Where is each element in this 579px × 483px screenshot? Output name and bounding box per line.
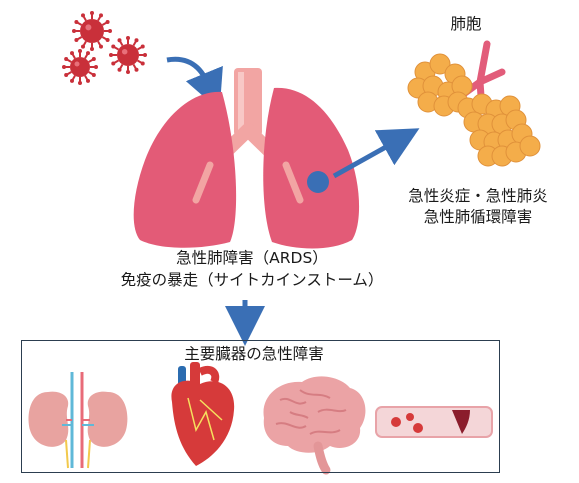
virus-icon: [72, 11, 112, 51]
alveoli-icon: [408, 44, 540, 166]
alveoli-label: 肺胞: [450, 17, 481, 33]
infection-arrow: [167, 59, 212, 92]
lungs-icon: [134, 68, 359, 249]
ards-label: 急性肺障害（ARDS） 免疫の暴走（サイトカインストーム）: [121, 248, 384, 291]
alveolus-marker: [307, 171, 329, 193]
virus-icon: [109, 36, 147, 74]
lung-damage-label: 急性炎症・急性肺炎 急性肺循環障害: [408, 186, 548, 228]
virus-icon: [62, 49, 98, 85]
organs-title: 主要臓器の急性障害: [184, 347, 324, 363]
